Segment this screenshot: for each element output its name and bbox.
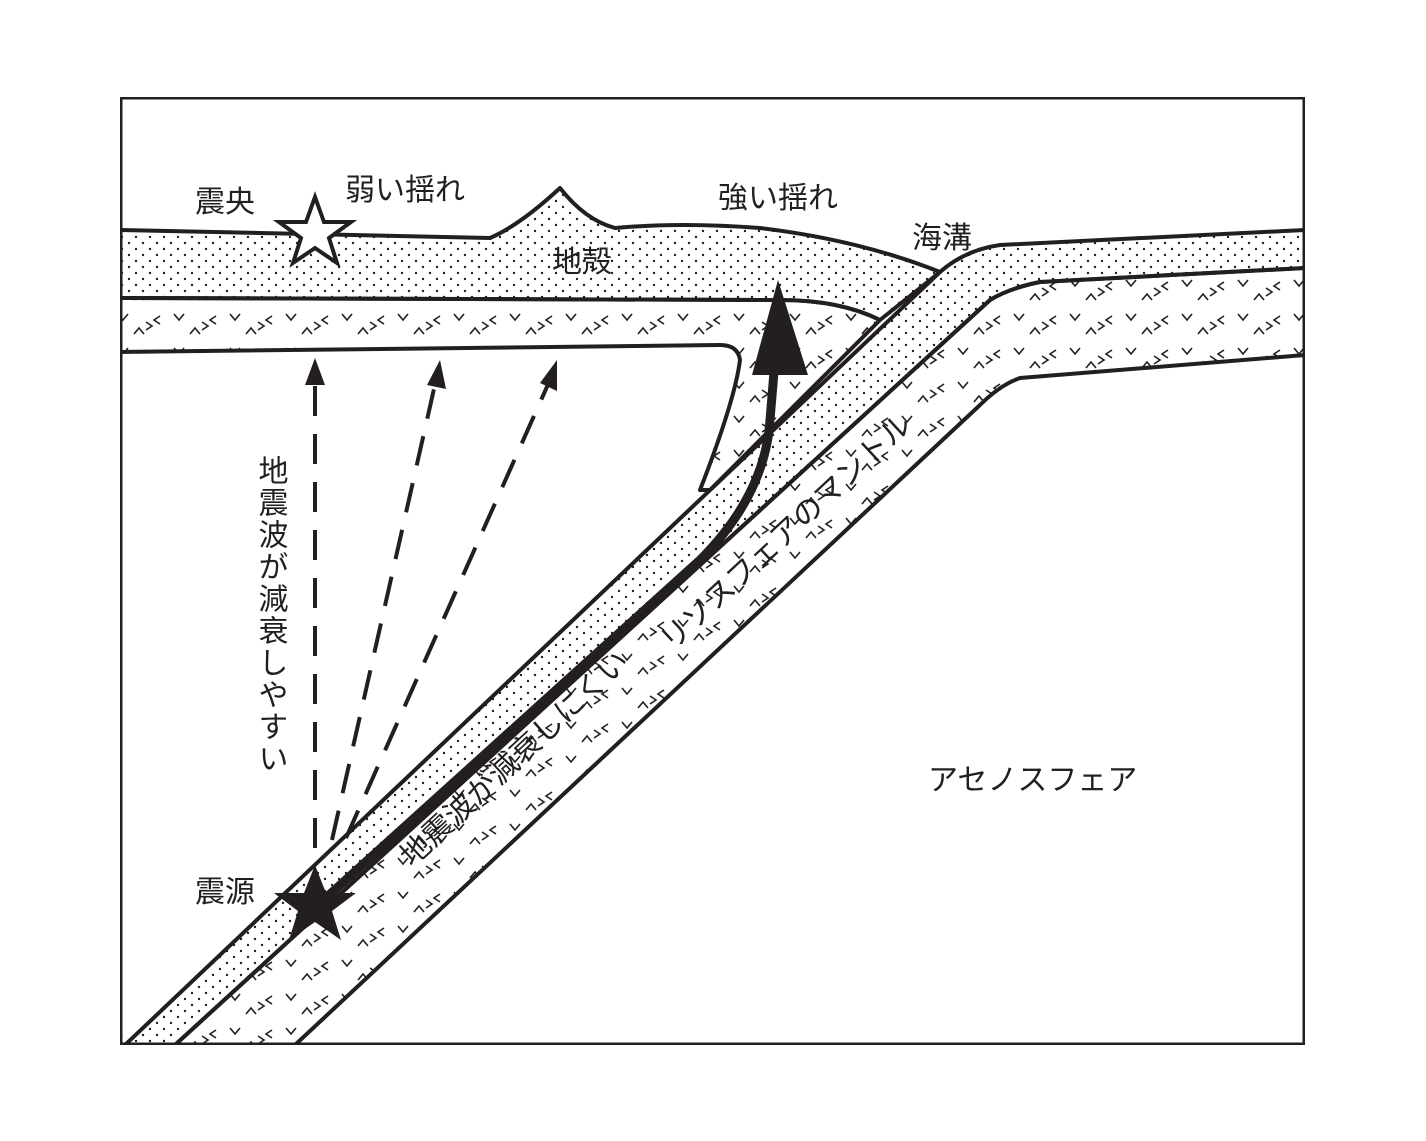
epicenter-star-icon (272, 191, 358, 268)
arrowheads (305, 358, 557, 391)
arrowhead-strong (752, 280, 808, 375)
label-attenuates-easily: 地震波が減衰しやすい (253, 455, 289, 775)
hypocenter-star-icon (274, 865, 356, 940)
label-strong-shaking: 強い揺れ (718, 181, 838, 216)
label-asthenosphere: アセノスフェア (928, 763, 1137, 798)
label-weak-shaking: 弱い揺れ (345, 173, 465, 208)
label-trench: 海溝 (912, 221, 972, 256)
subducting-mantle-lithosphere (173, 266, 1305, 1045)
label-crust: 地殻 (552, 245, 612, 280)
label-hypocenter: 震源 (195, 875, 255, 910)
overriding-mantle-lithosphere (120, 296, 882, 492)
label-epicenter: 震央 (195, 185, 255, 220)
unattenuated-wave-arrow (314, 359, 780, 909)
attenuated-wave-arrows (313, 378, 552, 848)
